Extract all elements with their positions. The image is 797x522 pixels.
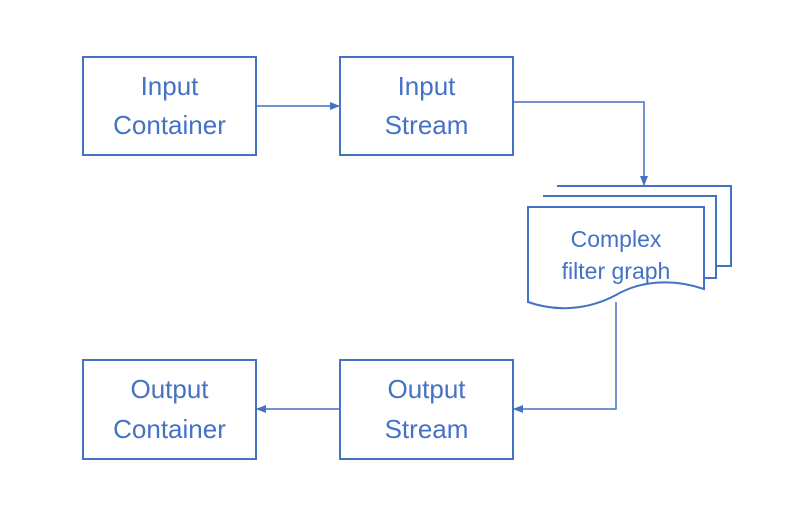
output-stream-label-line1: Output	[387, 374, 466, 404]
filter-graph-label-line1: Complex	[571, 226, 662, 252]
arrow-filter-graph-to-output-stream	[513, 302, 617, 413]
output-stream-node: Output Stream	[339, 359, 514, 460]
input-container-node: Input Container	[82, 56, 257, 156]
output-container-label-line2: Container	[113, 414, 226, 444]
filter-graph-label-line2: filter graph	[562, 258, 671, 284]
output-stream-label-line2: Stream	[385, 414, 469, 444]
output-container-node: Output Container	[82, 359, 257, 460]
input-stream-label-line1: Input	[398, 71, 457, 101]
arrow-input-stream-to-filter-graph	[513, 101, 648, 186]
input-container-label-line2: Container	[113, 110, 226, 140]
input-container-label-line1: Input	[141, 71, 200, 101]
input-stream-node: Input Stream	[339, 56, 514, 156]
input-stream-label-line2: Stream	[385, 110, 469, 140]
output-container-label-line1: Output	[130, 374, 209, 404]
filter-graph-front-page	[527, 206, 705, 310]
filter-graph-node: Complex filter graph	[527, 185, 732, 310]
